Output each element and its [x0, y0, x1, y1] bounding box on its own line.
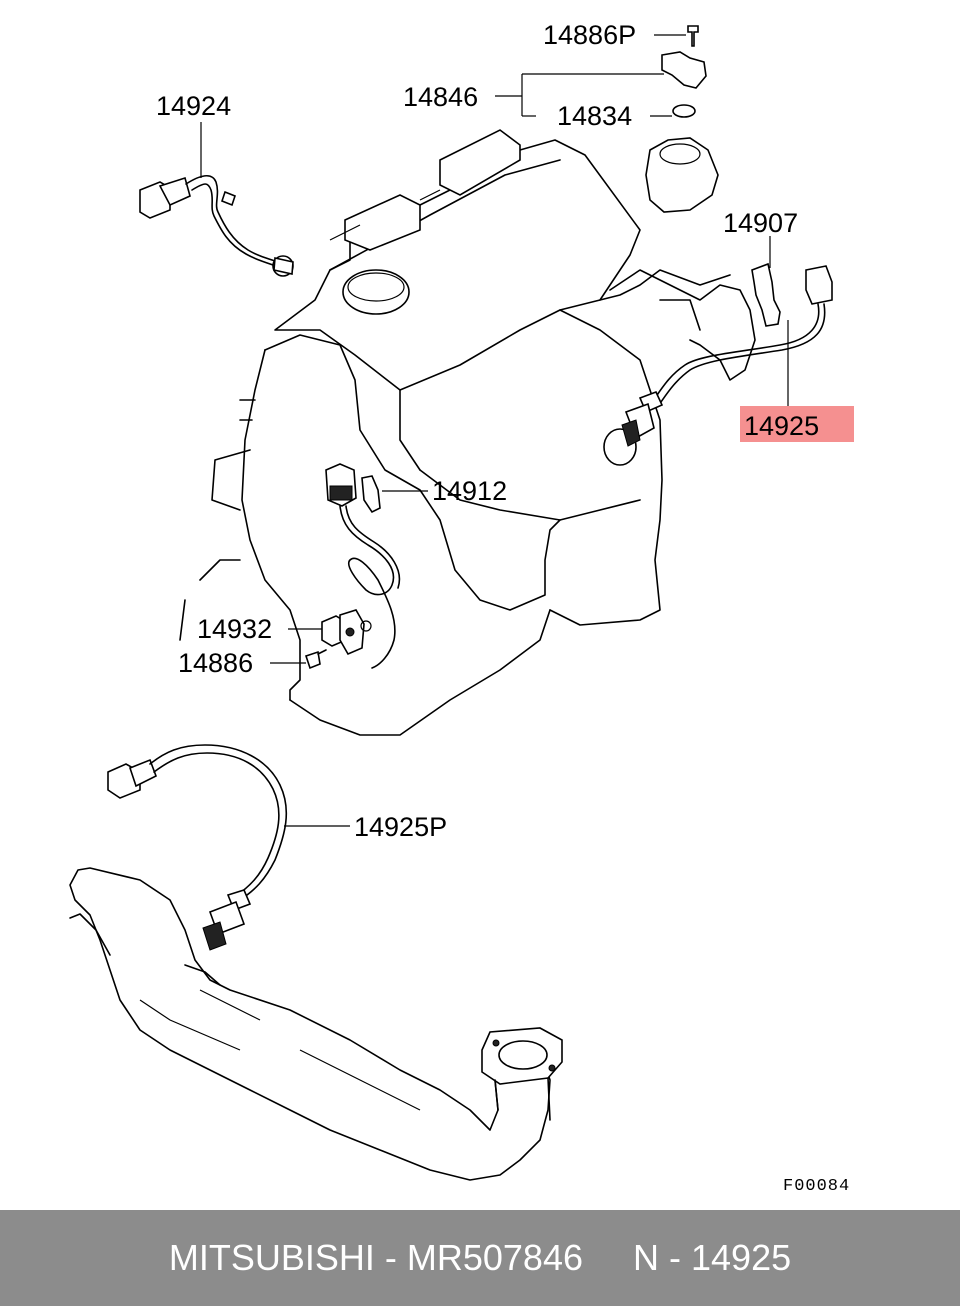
- sensor-14924: [139, 175, 294, 277]
- figure-code: F00084: [783, 1177, 850, 1196]
- label-14912: 14912: [432, 476, 507, 506]
- highlight-14925: [740, 406, 854, 442]
- crank-sensor-14932: [304, 609, 372, 670]
- oxygen-sensor-14925: [621, 265, 833, 447]
- label-14886: 14886: [178, 648, 253, 678]
- connector-14912: [325, 463, 401, 669]
- cam-sensor-assembly: [645, 25, 719, 213]
- label-14932: 14932: [197, 614, 272, 644]
- oxygen-sensor-14925P: [107, 744, 288, 951]
- label-14834: 14834: [557, 101, 632, 131]
- leader-lines: [200, 34, 789, 827]
- engine-block: [179, 129, 756, 736]
- label-14925P: 14925P: [354, 812, 447, 842]
- parts-diagram: 14886P 14846 14834 14924 14907 14925 149…: [69, 20, 854, 1196]
- footer-text: MITSUBISHI - MR507846 N - 14925: [168, 1237, 792, 1278]
- label-14907: 14907: [723, 208, 798, 238]
- label-14846: 14846: [403, 82, 478, 112]
- label-14886P: 14886P: [543, 20, 636, 50]
- label-14925: 14925: [744, 411, 819, 441]
- bracket-14907: [751, 262, 781, 327]
- label-14924: 14924: [156, 91, 231, 121]
- exhaust-pipe: [69, 867, 563, 1181]
- part-info-footer: MITSUBISHI - MR507846 N - 14925: [0, 1210, 960, 1306]
